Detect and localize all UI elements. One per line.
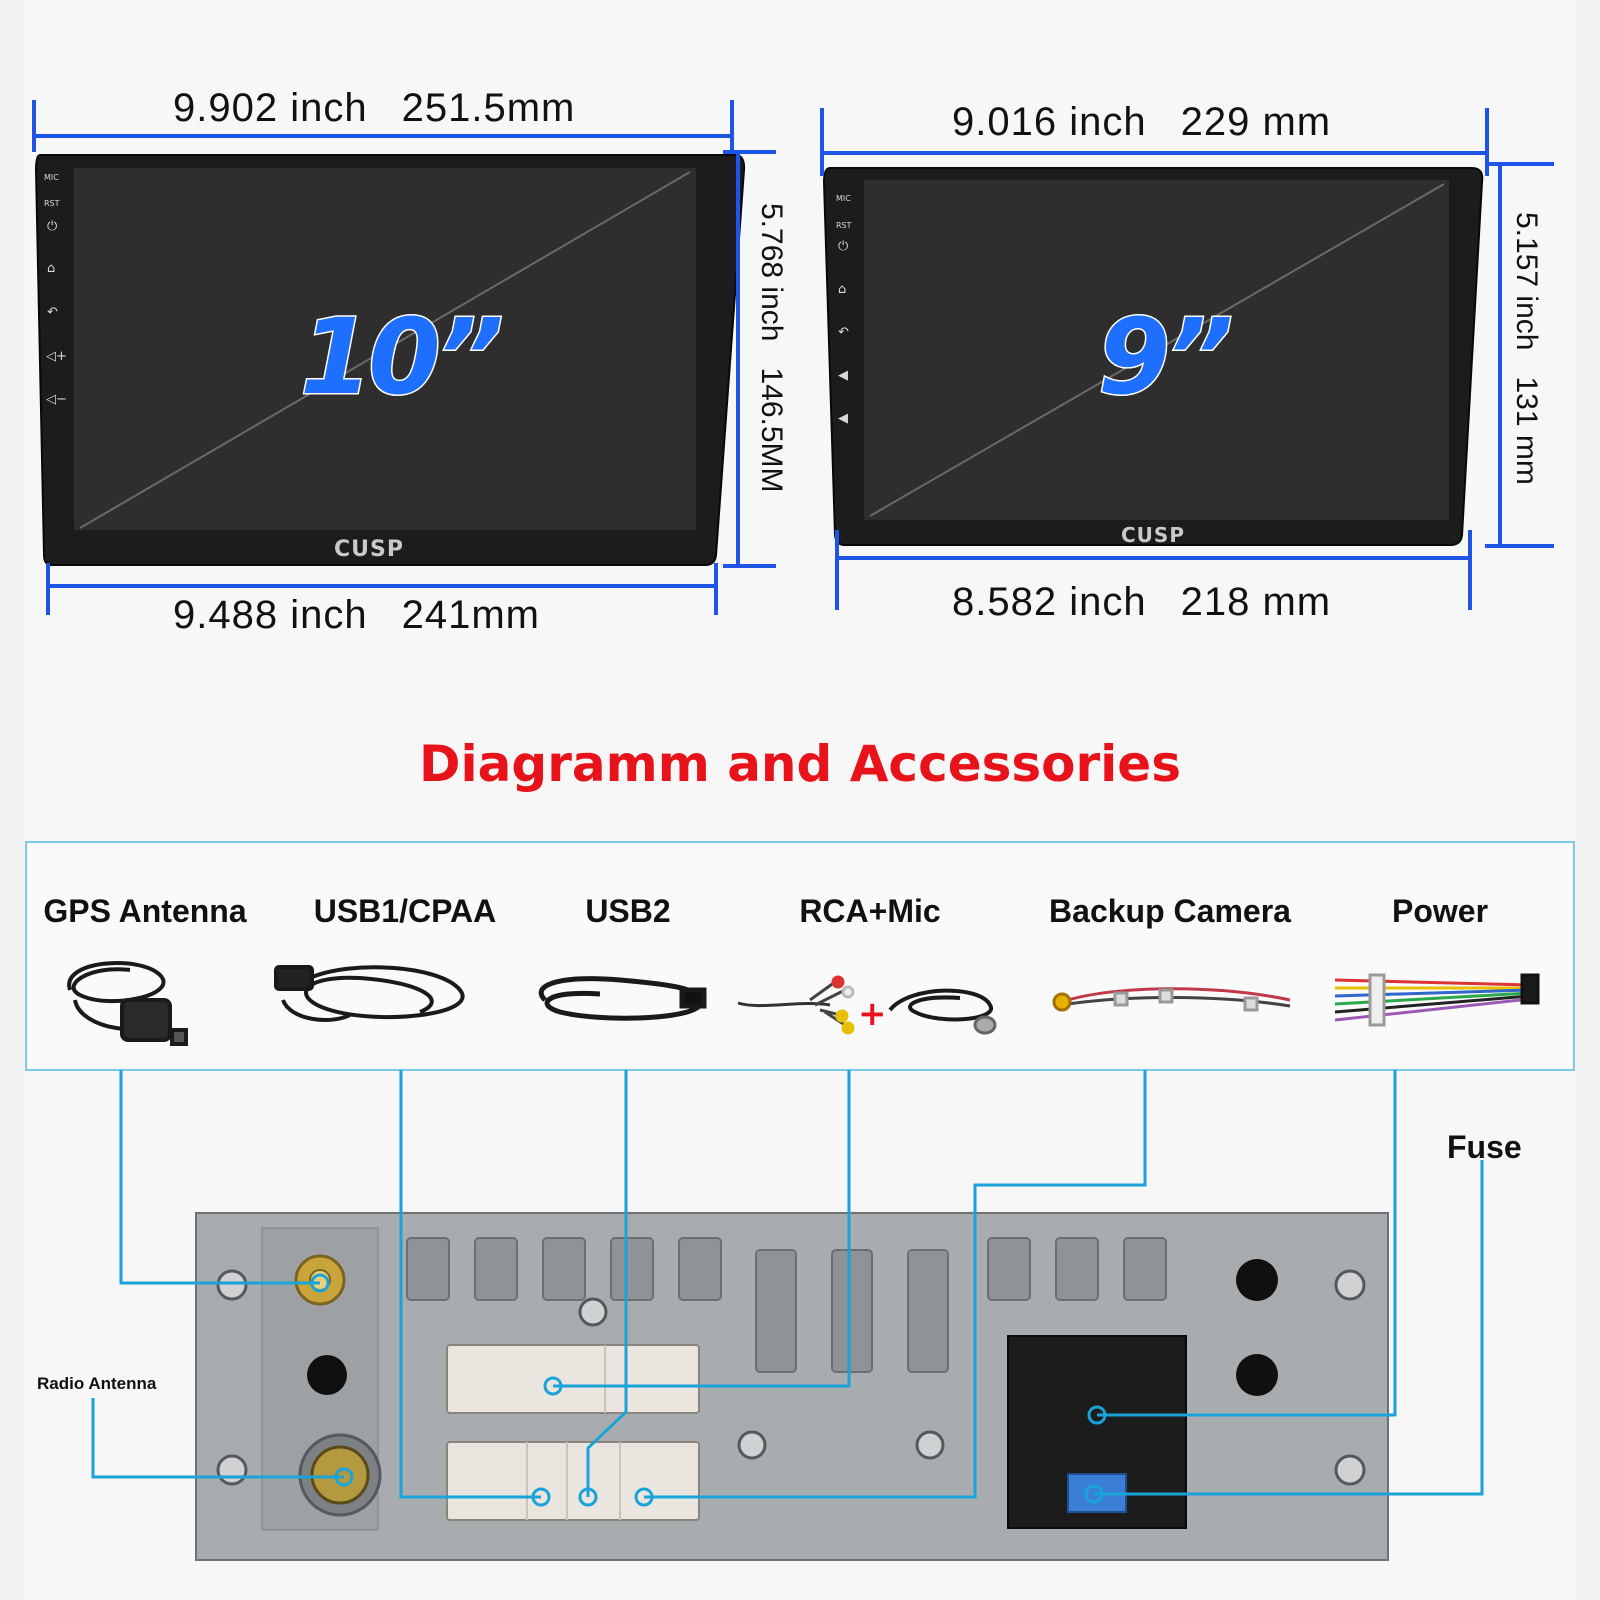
connector-lines bbox=[91, 1070, 1484, 1499]
small-size-label: 9” bbox=[1096, 295, 1234, 420]
back-icon: ↶ bbox=[47, 305, 58, 320]
home-icon: ⌂ bbox=[47, 261, 56, 276]
fuse-label: Fuse bbox=[1447, 1129, 1522, 1165]
small-bottom-inch: 8.582 inch bbox=[952, 580, 1147, 624]
volume-down-icon: ◀ bbox=[838, 411, 848, 426]
rst-hole-label: RST bbox=[836, 221, 852, 230]
large-side-inch: 5.768 inch bbox=[755, 203, 788, 342]
large-top-mm: 251.5mm bbox=[401, 86, 576, 130]
accessory-rca-mic: RCA+Mic bbox=[799, 893, 941, 929]
section-title: Diagramm and Accessories bbox=[419, 735, 1181, 793]
large-side-dimension: 5.768 inch 146.5MM bbox=[754, 203, 788, 493]
accessory-backup-camera: Backup Camera bbox=[1049, 893, 1291, 929]
small-head-unit bbox=[822, 167, 1484, 546]
dimension-lines bbox=[32, 100, 1554, 615]
large-side-mm: 146.5MM bbox=[755, 367, 788, 493]
accessory-usb2: USB2 bbox=[585, 893, 671, 929]
usb1-cable-illustration bbox=[274, 965, 465, 1022]
power-icon: ⏻ bbox=[838, 239, 849, 254]
svg-text:+: + bbox=[858, 994, 887, 1034]
large-head-unit bbox=[34, 154, 746, 566]
small-top-dimension: 9.016 inch 229 mm bbox=[952, 100, 1331, 145]
large-bottom-inch: 9.488 inch bbox=[173, 593, 368, 637]
small-brand-logo: CUSP bbox=[1121, 523, 1185, 547]
large-bottom-dimension: 9.488 inch 241mm bbox=[173, 593, 540, 638]
large-top-inch: 9.902 inch bbox=[173, 86, 368, 130]
small-side-inch: 5.157 inch bbox=[1510, 212, 1543, 351]
power-icon: ⏻ bbox=[47, 219, 58, 234]
usb2-cable-illustration bbox=[538, 976, 707, 1021]
accessories-frame bbox=[25, 841, 1575, 1071]
power-harness-illustration bbox=[1334, 973, 1540, 1027]
small-side-mm: 131 mm bbox=[1510, 376, 1543, 485]
small-top-inch: 9.016 inch bbox=[952, 100, 1147, 144]
small-bottom-mm: 218 mm bbox=[1180, 580, 1332, 624]
mic-hole-label: MIC bbox=[44, 173, 59, 182]
small-side-dimension: 5.157 inch 131 mm bbox=[1509, 212, 1543, 485]
accessory-power: Power bbox=[1391, 893, 1489, 929]
home-icon: ⌂ bbox=[838, 282, 847, 297]
rca-mic-cable-illustration: + bbox=[737, 975, 997, 1035]
volume-up-icon: ◁+ bbox=[46, 349, 67, 364]
backup-camera-cable-illustration bbox=[1052, 987, 1291, 1012]
large-top-dimension: 9.902 inch 251.5mm bbox=[173, 86, 575, 131]
small-top-mm: 229 mm bbox=[1180, 100, 1332, 144]
radio-antenna-label: Radio Antenna bbox=[37, 1374, 157, 1393]
gps-antenna-illustration bbox=[67, 961, 188, 1046]
volume-down-icon: ◁− bbox=[46, 392, 67, 407]
large-bottom-mm: 241mm bbox=[401, 593, 540, 637]
connector-points bbox=[310, 1273, 1107, 1507]
small-bottom-dimension: 8.582 inch 218 mm bbox=[952, 580, 1331, 625]
volume-up-icon: ◀ bbox=[838, 368, 848, 383]
accessory-gps-antenna: GPS Antenna bbox=[43, 893, 247, 929]
back-icon: ↶ bbox=[838, 325, 849, 340]
large-size-label: 10” bbox=[299, 295, 506, 420]
rst-hole-label: RST bbox=[44, 199, 60, 208]
mic-hole-label: MIC bbox=[836, 194, 851, 203]
accessory-usb1-cpaa: USB1/CPAA bbox=[313, 893, 497, 929]
large-brand-logo: CUSP bbox=[334, 537, 404, 562]
